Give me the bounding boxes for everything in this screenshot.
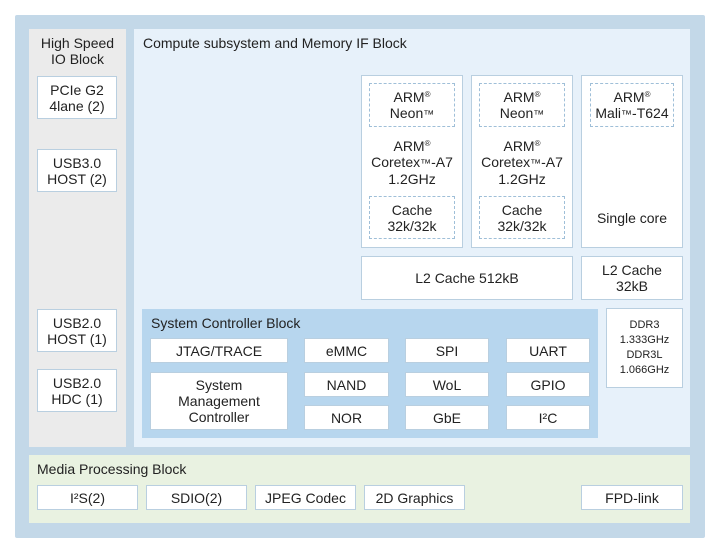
pcie-g2-box: PCIe G2 4lane (2) [37,76,117,119]
ddr-controller-box: DDR3 1.333GHz DDR3L 1.066GHz [606,308,683,388]
neon-1-box: ARM® Neon™ [369,83,455,127]
uart-box: UART [506,338,590,363]
nand-box: NAND [304,372,389,397]
i2s-box: I²S(2) [37,485,138,510]
l2-cache-512kb-box: L2 Cache 512kB [361,256,573,300]
cache-1-box: Cache 32k/32k [369,196,455,239]
cache-2-box: Cache 32k/32k [479,196,565,239]
jtag-trace-box: JTAG/TRACE [150,338,288,363]
mali-t624-box: ARM® Mali™-T624 [590,83,674,127]
usb3-host-box: USB3.0 HOST (2) [37,149,117,192]
spi-box: SPI [405,338,489,363]
wol-box: WoL [405,372,489,397]
system-controller-title: System Controller Block [151,315,301,331]
usb2-hdc-box: USB2.0 HDC (1) [37,369,117,412]
emmc-box: eMMC [304,338,389,363]
jpeg-codec-box: JPEG Codec [255,485,356,510]
i2c-box: I²C [506,405,590,430]
system-management-controller-box: System Management Controller [150,372,288,430]
cortex-a7-2-label: ARM® Coretex™-A7 1.2GHz [481,137,563,187]
sdio-box: SDIO(2) [146,485,247,510]
gbe-box: GbE [405,405,489,430]
media-processing-title: Media Processing Block [37,461,187,477]
usb2-host-box: USB2.0 HOST (1) [37,309,117,352]
l2-cache-32kb-box: L2 Cache 32kB [581,256,683,300]
gpio-box: GPIO [506,372,590,397]
gpu-single-core-label: Single core [596,210,668,226]
neon-2-box: ARM® Neon™ [479,83,565,127]
fpd-link-box: FPD-link [581,485,683,510]
compute-subsystem-title: Compute subsystem and Memory IF Block [143,35,407,51]
nor-box: NOR [304,405,389,430]
cortex-a7-1-label: ARM® Coretex™-A7 1.2GHz [371,137,453,187]
high-speed-io-title: High Speed IO Block [40,35,115,67]
media-processing-block [29,455,690,523]
2d-graphics-box: 2D Graphics [364,485,465,510]
